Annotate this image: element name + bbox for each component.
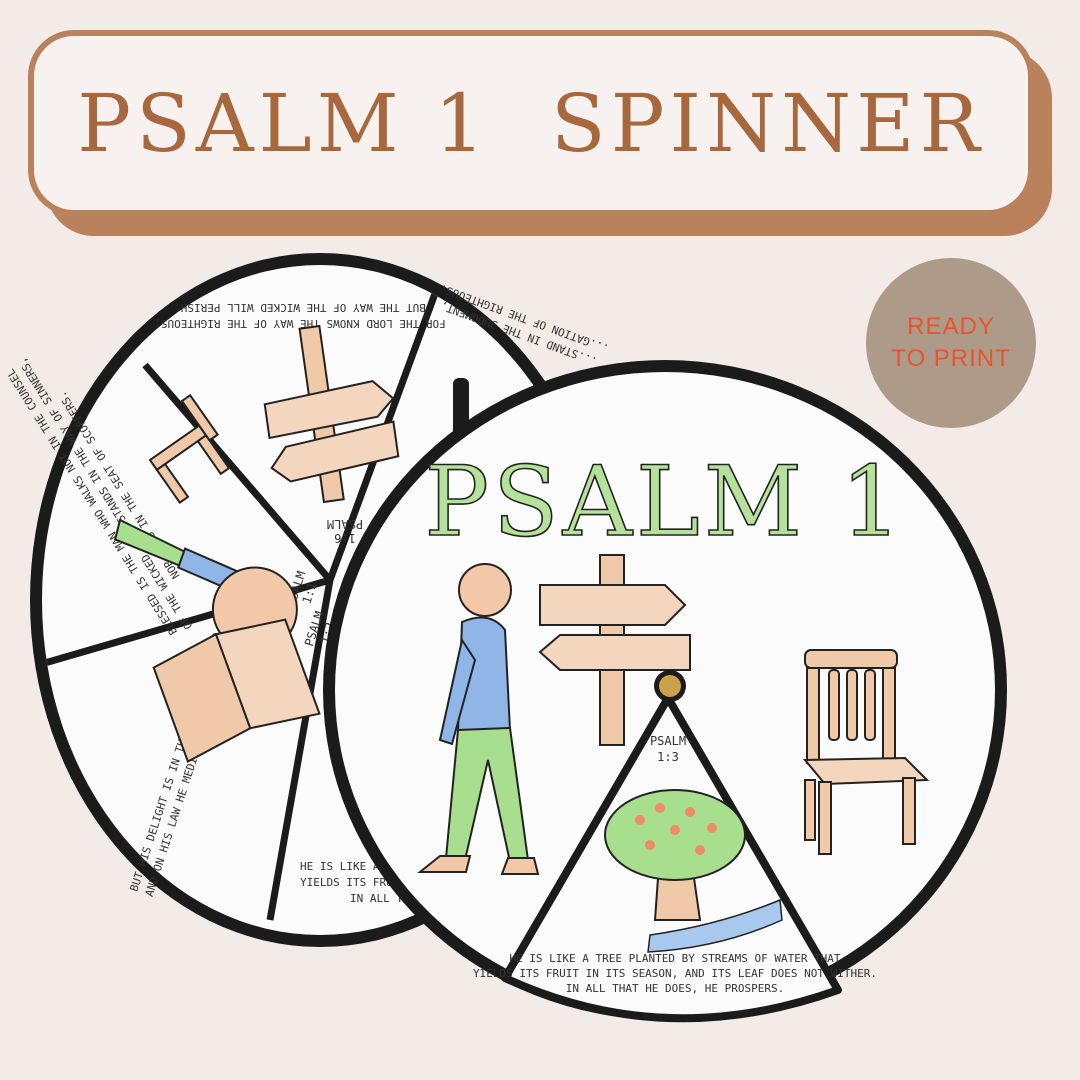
brad-fastener-head xyxy=(659,675,681,697)
viewing-window: PSALM 1:3 HE IS LIKE A TREE PLANTED BY S… xyxy=(473,694,877,1023)
stream-icon xyxy=(647,898,783,953)
segment-psalm-1-6: FOR THE LORD KNOWS THE WAY OF THE RIGHTE… xyxy=(154,301,445,330)
fallen-chair-icon xyxy=(148,393,231,504)
window-ref: PSALM xyxy=(650,734,686,748)
ready-to-print-badge: READY TO PRINT xyxy=(866,258,1036,428)
apple-tree-icon xyxy=(604,789,746,921)
divider-line xyxy=(142,362,333,583)
window-verse: IN ALL THAT HE DOES, HE PROSPERS. xyxy=(566,982,785,995)
badge-text: READY TO PRINT xyxy=(891,313,1011,372)
window-verse: HE IS LIKE A TREE PLANTED BY STREAMS OF … xyxy=(509,952,841,965)
chair-icon xyxy=(802,649,930,855)
ref-label: 1:6 xyxy=(334,531,356,545)
window-ref: 1:3 xyxy=(657,750,679,764)
reading-book-icon xyxy=(152,566,321,763)
ref-label: PSALM xyxy=(327,517,363,531)
wheel-title: PSALM 1 xyxy=(424,446,905,558)
verse-line: BUT THE WAY OF THE WICKED WILL PERISH. xyxy=(174,301,426,314)
signpost-icon xyxy=(263,324,400,504)
ref-psalm-1-6: PSALM 1:6 xyxy=(327,517,363,545)
divider-line xyxy=(266,579,334,921)
title-banner: PSALM 1 SPINNER xyxy=(28,30,1034,216)
window-verse: YIELDS ITS FRUIT IN ITS SEASON, AND ITS … xyxy=(473,967,877,980)
verse-line: FOR THE LORD KNOWS THE WAY OF THE RIGHTE… xyxy=(154,317,445,330)
banner-title: PSALM 1 SPINNER xyxy=(77,76,985,170)
walking-man-icon xyxy=(417,563,540,875)
ref-label: 1:1 xyxy=(300,581,320,606)
front-wheel: PSALM 1 xyxy=(323,360,1007,1023)
signpost-icon xyxy=(538,554,691,746)
